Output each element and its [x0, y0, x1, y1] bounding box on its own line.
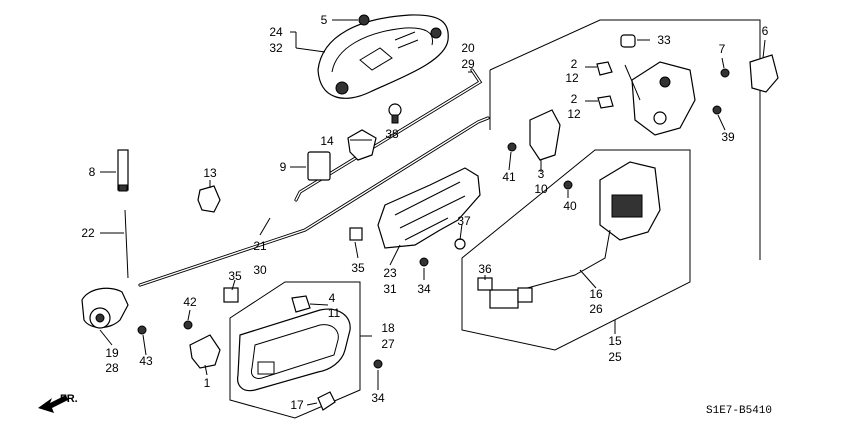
- callout-22: 22: [81, 226, 95, 240]
- callout-12a: 12: [565, 71, 579, 85]
- callout-40: 40: [563, 199, 577, 213]
- callout-41: 41: [502, 170, 516, 184]
- actuator-group-outline: [489, 19, 761, 260]
- callout-13: 13: [203, 166, 217, 180]
- callout-32: 32: [269, 41, 283, 55]
- pad-9: [307, 151, 331, 181]
- screw-7: [720, 68, 730, 78]
- inner-handle-outline: [229, 281, 361, 419]
- clip-2-12a: [596, 61, 613, 76]
- callout-35a: 35: [228, 269, 242, 283]
- bracket-3-10: [529, 109, 561, 161]
- diagram-code: S1E7-B5410: [706, 405, 772, 417]
- callout-15: 15: [608, 334, 622, 348]
- rod-20-29: [294, 68, 483, 202]
- key-cylinder-19-28: [81, 287, 129, 329]
- callout-28: 28: [105, 361, 119, 375]
- clip-35b: [349, 227, 363, 241]
- callout-14: 14: [320, 134, 334, 148]
- callout-7: 7: [719, 42, 726, 56]
- callout-17: 17: [290, 398, 304, 412]
- callout-12b: 12: [567, 107, 581, 121]
- callout-19: 19: [105, 346, 119, 360]
- callout-labels: 5 24 32 20 29 38 14 9 8 13 22 21 30 35 3…: [81, 13, 768, 412]
- actuator-motor: [599, 161, 661, 241]
- rod-8: [117, 149, 129, 192]
- front-direction-label: FR.: [60, 393, 78, 405]
- rod-22: [124, 209, 129, 279]
- rod-21-30: [138, 116, 490, 287]
- callout-2a: 2: [571, 57, 578, 71]
- callout-37: 37: [457, 214, 471, 228]
- callout-39: 39: [721, 130, 735, 144]
- callout-26: 26: [589, 302, 603, 316]
- callout-9: 9: [280, 160, 287, 174]
- callout-5: 5: [321, 13, 328, 27]
- screw-42: [183, 320, 193, 330]
- callout-16: 16: [589, 287, 603, 301]
- clip-13: [197, 185, 221, 213]
- callout-3: 3: [538, 167, 545, 181]
- striker-6: [749, 54, 779, 93]
- callout-6: 6: [762, 24, 769, 38]
- latch-assembly: [624, 61, 696, 136]
- callout-23: 23: [383, 266, 397, 280]
- callout-4: 4: [329, 291, 336, 305]
- callout-18: 18: [381, 321, 395, 335]
- plug-33: [620, 34, 636, 48]
- screw-40: [563, 180, 573, 190]
- clip-35a: [223, 287, 239, 303]
- callout-42: 42: [183, 295, 197, 309]
- cap-17: [317, 391, 336, 411]
- clip-4-11: [291, 295, 311, 313]
- callout-33: 33: [657, 33, 671, 47]
- screw-34b: [373, 359, 383, 369]
- callout-2b: 2: [571, 92, 578, 106]
- inner-door-handle: [237, 308, 351, 392]
- callout-34b: 34: [371, 391, 385, 405]
- callout-8: 8: [89, 165, 96, 179]
- clip-14: [347, 129, 377, 161]
- callout-43: 43: [139, 354, 153, 368]
- callout-34a: 34: [417, 282, 431, 296]
- screw-38: [388, 103, 402, 124]
- callout-36: 36: [478, 262, 492, 276]
- outer-door-handle: [317, 14, 449, 99]
- callout-35b: 35: [351, 261, 365, 275]
- callout-29: 29: [461, 57, 475, 71]
- callout-24: 24: [269, 25, 283, 39]
- callout-21: 21: [253, 239, 267, 253]
- nut-37: [454, 238, 466, 250]
- callout-31: 31: [383, 282, 397, 296]
- callout-10: 10: [534, 182, 548, 196]
- clip-2-12b: [597, 95, 614, 109]
- callout-38: 38: [385, 127, 399, 141]
- leader-lines: [99, 19, 766, 406]
- lock-cover-23-31: [377, 167, 481, 249]
- callout-30: 30: [253, 263, 267, 277]
- callout-11: 11: [328, 306, 341, 320]
- screw-5: [358, 14, 370, 26]
- callout-25: 25: [608, 350, 622, 364]
- screw-41: [507, 142, 517, 152]
- callout-1: 1: [204, 376, 211, 390]
- actuator-subassembly-box: [461, 149, 691, 351]
- harness-16-26: [489, 229, 611, 309]
- callout-27: 27: [381, 337, 395, 351]
- front-direction-arrow: FR.: [38, 393, 78, 413]
- callout-20: 20: [461, 41, 475, 55]
- screw-39: [712, 105, 722, 115]
- screw-43: [137, 325, 147, 335]
- arrow-icon: [38, 395, 68, 413]
- screw-34a: [419, 257, 429, 267]
- bracket-1: [189, 334, 221, 369]
